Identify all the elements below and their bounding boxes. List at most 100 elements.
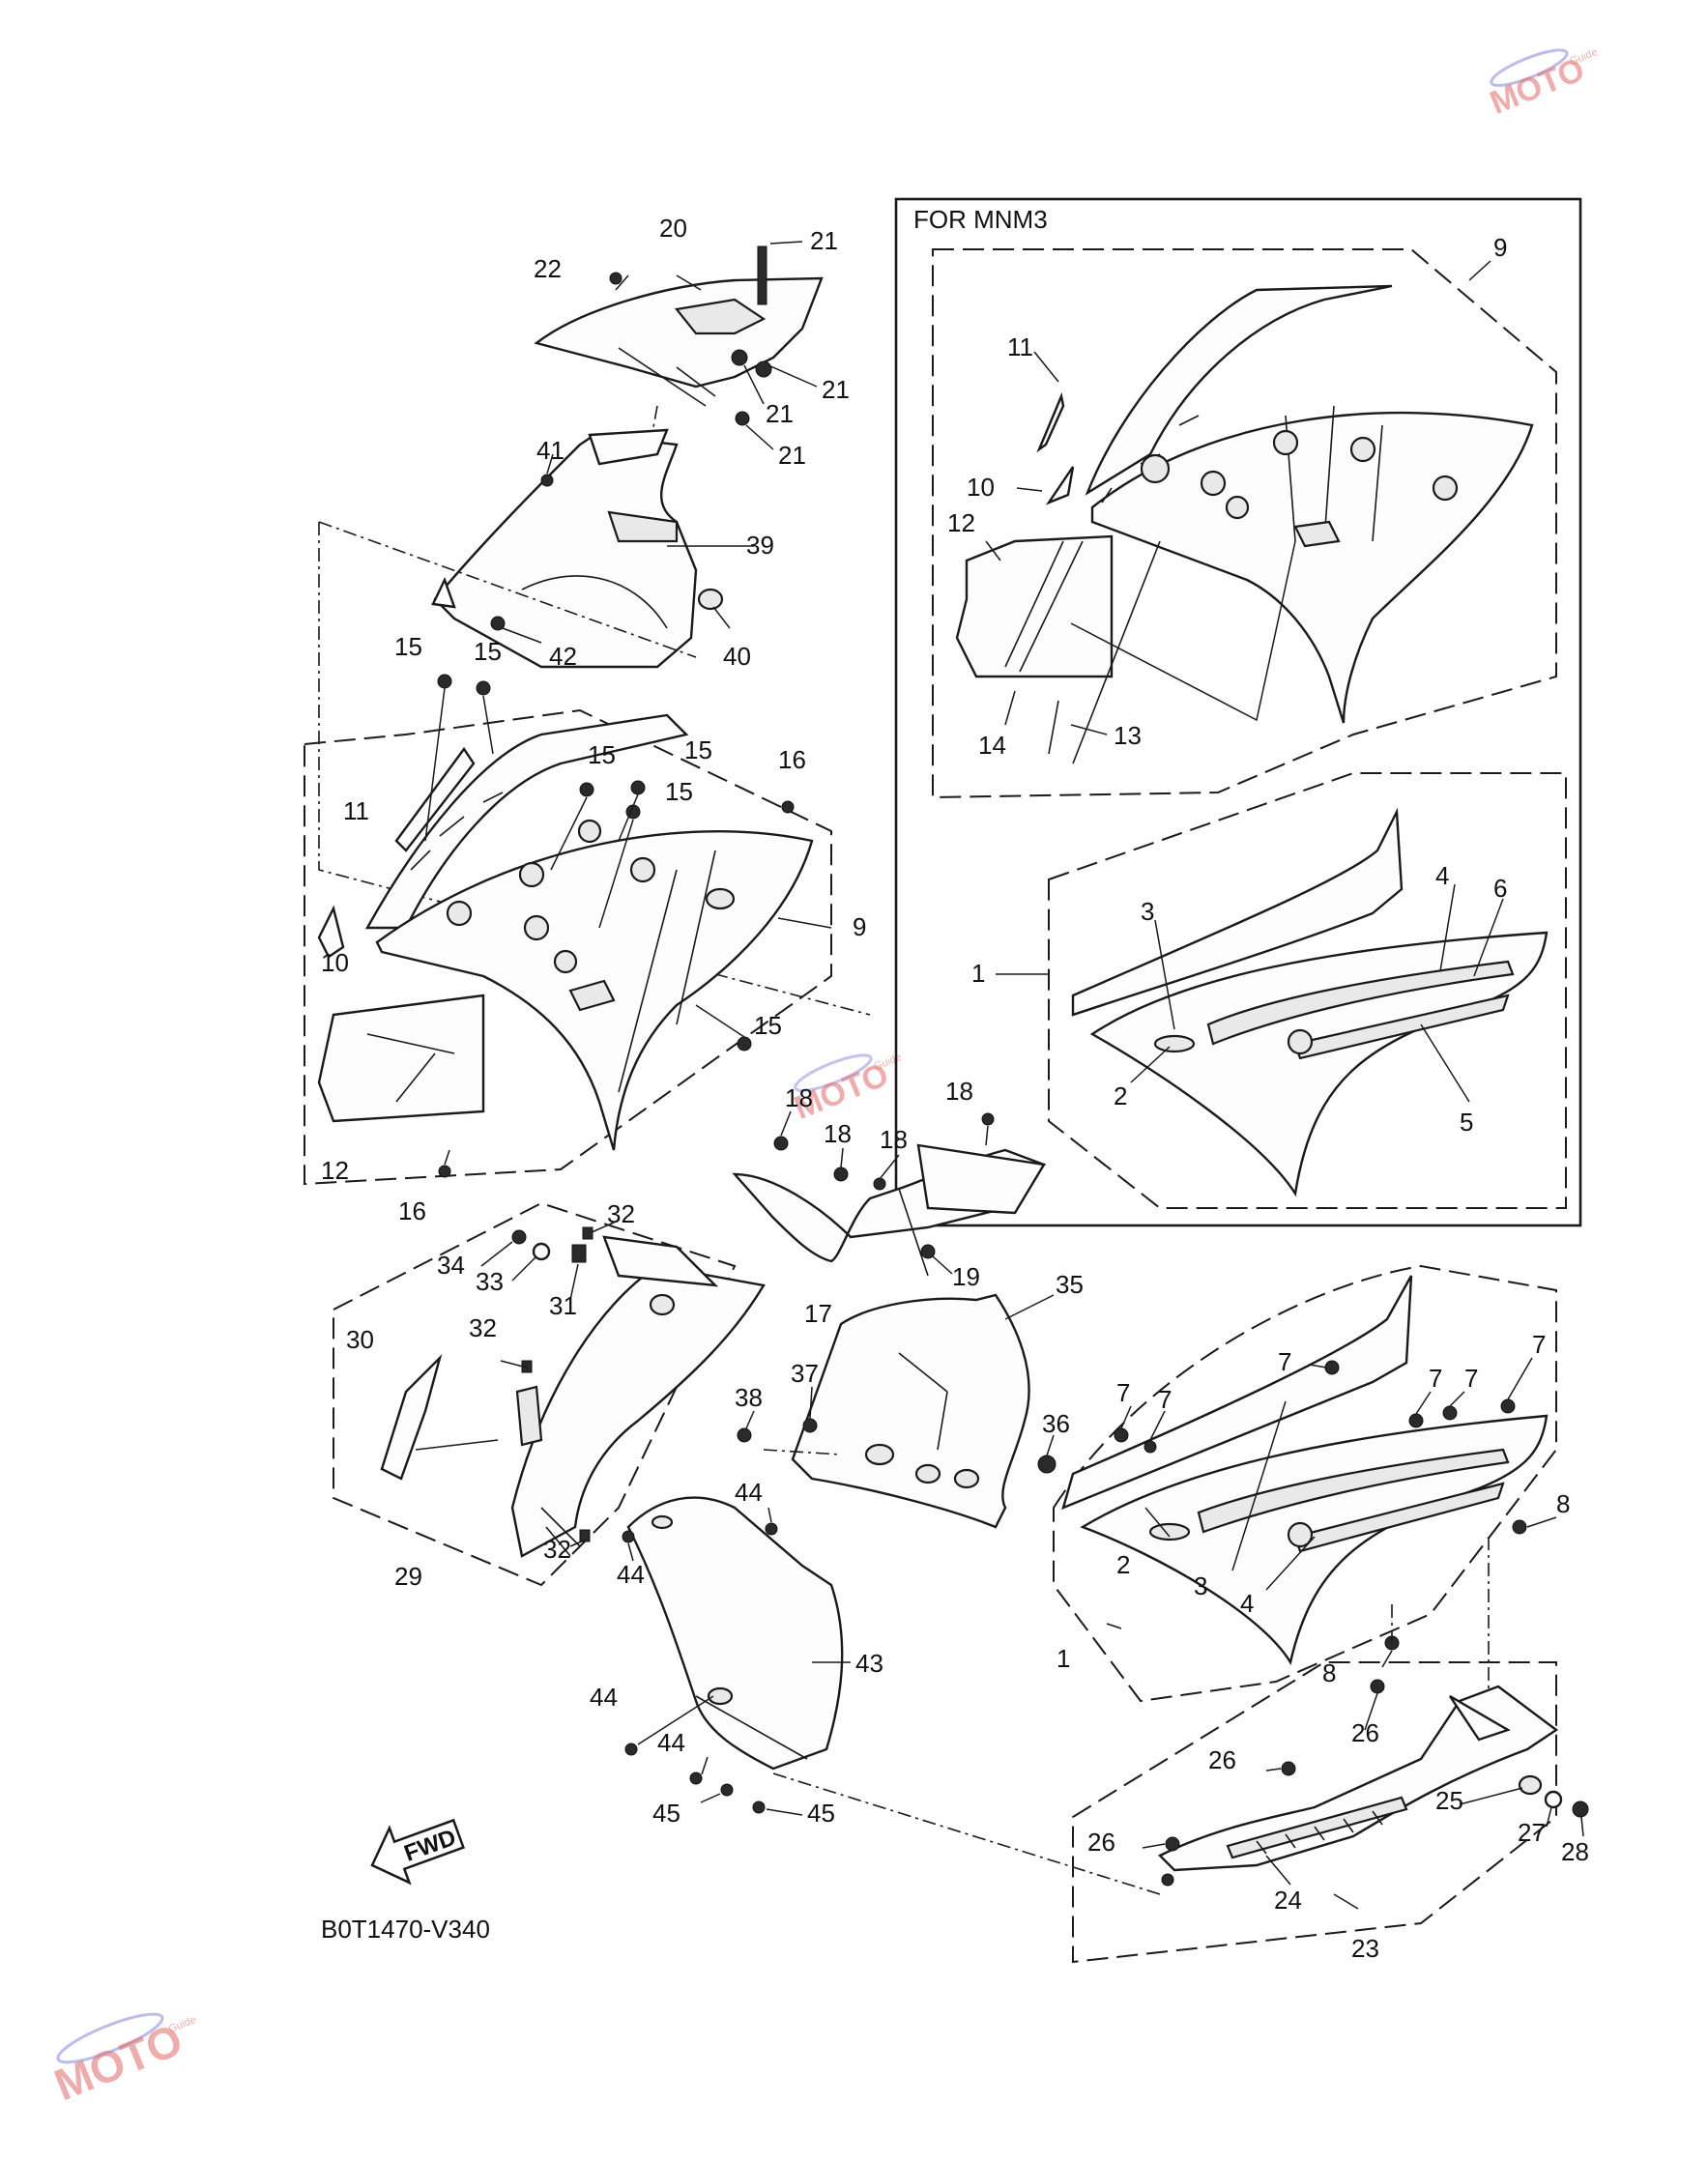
label-18-b: 18 bbox=[824, 1119, 852, 1148]
upper-cowling-9 bbox=[364, 713, 814, 1151]
label-14-box: 14 bbox=[978, 731, 1006, 760]
under-cowl-43 bbox=[626, 1496, 844, 1771]
decal-30 bbox=[380, 1353, 443, 1481]
label-7-e: 7 bbox=[1464, 1364, 1478, 1393]
label-12-box: 12 bbox=[947, 508, 975, 537]
bolt-21-a bbox=[757, 245, 767, 305]
label-32-c: 32 bbox=[543, 1535, 571, 1564]
watermark-logo-top: MOTO Guide bbox=[1485, 46, 1600, 122]
label-39: 39 bbox=[746, 531, 774, 560]
label-23: 23 bbox=[1351, 1934, 1379, 1963]
label-38: 38 bbox=[735, 1383, 763, 1412]
nut-32-c bbox=[579, 1529, 591, 1542]
bolt-21-d bbox=[735, 411, 750, 426]
label-22: 22 bbox=[534, 254, 562, 283]
label-15-b: 15 bbox=[474, 637, 502, 666]
upper-cowling-variant bbox=[1085, 284, 1534, 724]
svg-text:Guide: Guide bbox=[167, 2014, 198, 2035]
label-1-box: 1 bbox=[971, 959, 985, 988]
screw-18-b bbox=[833, 1167, 849, 1182]
label-9-box: 9 bbox=[1493, 233, 1507, 262]
figure-code: B0T1470-V340 bbox=[321, 1915, 490, 1944]
decal-11 bbox=[394, 746, 476, 852]
svg-text:Guide: Guide bbox=[1569, 46, 1600, 68]
washer-27 bbox=[1544, 1790, 1563, 1809]
label-11: 11 bbox=[343, 796, 369, 825]
label-16-a: 16 bbox=[778, 745, 806, 774]
label-36: 36 bbox=[1042, 1409, 1070, 1438]
meter-panel-20 bbox=[534, 274, 824, 513]
label-44-b: 44 bbox=[617, 1560, 645, 1589]
label-31: 31 bbox=[549, 1291, 577, 1320]
label-15-e: 15 bbox=[665, 777, 693, 806]
label-15-f: 15 bbox=[754, 1011, 782, 1040]
watermark-logo-bottom: MOTO Guide bbox=[47, 2012, 198, 2110]
clip-45-a bbox=[720, 1783, 734, 1797]
screw-44-c bbox=[624, 1743, 638, 1756]
screw-44-a bbox=[622, 1530, 635, 1543]
label-40: 40 bbox=[723, 642, 751, 671]
label-4: 4 bbox=[1240, 1589, 1254, 1618]
bolt-21-b bbox=[731, 349, 748, 366]
label-18-c: 18 bbox=[880, 1125, 908, 1154]
inner-panel-35 bbox=[791, 1293, 1055, 1529]
label-43: 43 bbox=[855, 1649, 883, 1678]
screw-18-d bbox=[981, 1112, 995, 1126]
label-2: 2 bbox=[1116, 1550, 1130, 1579]
inner-panel-39 bbox=[431, 428, 724, 669]
label-26-a: 26 bbox=[1351, 1718, 1379, 1747]
label-8-a: 8 bbox=[1556, 1489, 1570, 1518]
label-45-a: 45 bbox=[652, 1799, 680, 1828]
nut-26-c bbox=[1165, 1836, 1180, 1852]
part-number-labels-right: 7 7 7 7 7 7 8 2 3 4 1 8 26 26 25 27 28 2… bbox=[1057, 1330, 1589, 1963]
side-cover-variant bbox=[1071, 807, 1549, 1197]
side-cover-1 bbox=[1061, 1275, 1549, 1666]
label-21-d: 21 bbox=[778, 441, 806, 470]
svg-text:Guide: Guide bbox=[873, 1052, 904, 1073]
label-45-b: 45 bbox=[807, 1799, 835, 1828]
clip-45-b bbox=[752, 1801, 766, 1814]
under-cover-23 bbox=[1157, 1685, 1559, 1872]
decal-10 bbox=[317, 905, 345, 959]
label-21-b: 21 bbox=[822, 375, 850, 404]
label-6-box: 6 bbox=[1493, 874, 1507, 903]
grommet-7-b bbox=[1114, 1427, 1129, 1443]
label-29: 29 bbox=[394, 1562, 422, 1591]
label-8-b: 8 bbox=[1322, 1658, 1336, 1687]
screw-38 bbox=[737, 1427, 752, 1443]
label-32-a: 32 bbox=[607, 1199, 635, 1228]
label-37: 37 bbox=[791, 1359, 819, 1388]
label-44-c: 44 bbox=[590, 1683, 618, 1712]
label-26-b: 26 bbox=[1208, 1745, 1236, 1774]
label-32-b: 32 bbox=[469, 1313, 497, 1342]
screw-22 bbox=[609, 272, 622, 285]
screw-37 bbox=[802, 1418, 818, 1433]
label-10: 10 bbox=[321, 948, 349, 977]
label-7-b: 7 bbox=[1116, 1378, 1130, 1407]
label-35: 35 bbox=[1056, 1270, 1084, 1299]
decal-10-variant bbox=[1045, 466, 1075, 505]
label-19: 19 bbox=[952, 1262, 980, 1291]
label-7-f: 7 bbox=[1532, 1330, 1546, 1359]
label-7-c: 7 bbox=[1158, 1385, 1172, 1414]
screw-34 bbox=[511, 1229, 527, 1245]
label-13-box: 13 bbox=[1114, 721, 1142, 750]
bolt-28 bbox=[1572, 1801, 1589, 1818]
nut-31 bbox=[571, 1244, 587, 1263]
grommet-7-d bbox=[1408, 1413, 1424, 1428]
side-cowling-29 bbox=[510, 1235, 766, 1558]
screw-41 bbox=[540, 474, 554, 487]
label-28: 28 bbox=[1561, 1837, 1589, 1866]
washer-33 bbox=[532, 1242, 551, 1261]
label-34: 34 bbox=[437, 1251, 465, 1280]
label-9: 9 bbox=[853, 912, 866, 941]
label-21-a: 21 bbox=[810, 226, 838, 255]
fwd-arrow-icon: FWD bbox=[370, 1818, 466, 1886]
grommet-7-c bbox=[1143, 1440, 1157, 1454]
label-1: 1 bbox=[1057, 1644, 1070, 1673]
label-7-a: 7 bbox=[1278, 1347, 1291, 1376]
variant-box-title: FOR MNM3 bbox=[913, 205, 1048, 234]
decal-12 bbox=[317, 994, 485, 1123]
variant-box-frame bbox=[894, 197, 1582, 1227]
label-16-b: 16 bbox=[398, 1196, 426, 1225]
